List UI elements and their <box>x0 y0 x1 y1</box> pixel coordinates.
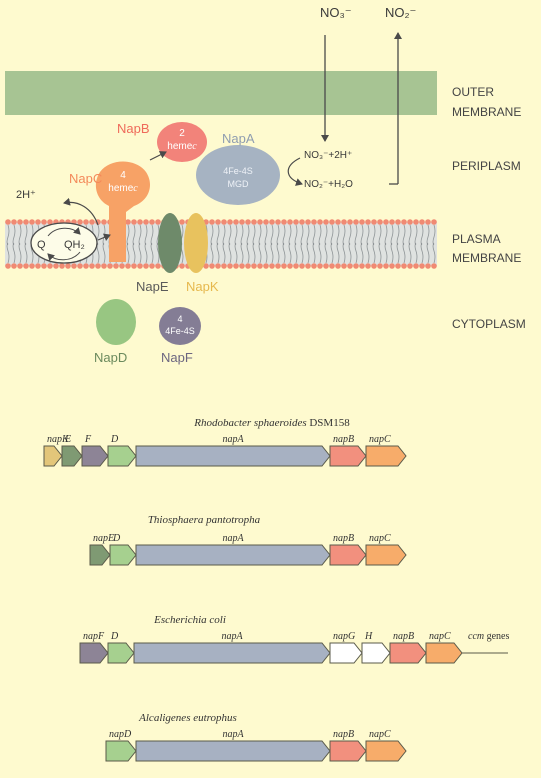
gene-label: napA <box>221 631 243 642</box>
cytoplasm-label: CYTOPLASM <box>452 317 526 331</box>
nitrite-label: NO₂⁻ <box>385 5 416 20</box>
gene-arrow <box>329 642 363 664</box>
gene-label: E <box>64 434 71 445</box>
gene-arrow <box>329 445 367 467</box>
organism-name: Alcaligenes eutrophus <box>138 712 237 724</box>
gene-label: napA <box>222 533 244 544</box>
organism-name: Escherichia coli <box>153 614 226 626</box>
napd-protein <box>96 299 136 345</box>
quinone-cycle-arrow-bottom <box>47 251 81 262</box>
gene-arrow <box>135 740 331 762</box>
organism-name: Thiosphaera pantotropha <box>148 514 261 526</box>
organism-name: Rhodobacter sphaeroides DSM158 <box>193 417 350 429</box>
napb-protein <box>157 122 207 162</box>
napc-name: NapC <box>69 171 102 186</box>
gene-label: D <box>112 533 121 544</box>
gene-label: D <box>110 631 119 642</box>
napa-reaction-arrow <box>287 157 303 186</box>
gene-arrow <box>365 740 407 762</box>
quinone-cycle-arrow-top <box>47 226 81 237</box>
gene-arrow <box>43 445 63 467</box>
gene-arrow <box>425 642 463 664</box>
outer-membrane-label-1: OUTER <box>452 85 494 99</box>
gene-label: napB <box>333 533 354 544</box>
gene-arrow <box>329 544 367 566</box>
gene-arrow <box>135 544 331 566</box>
proton-release-arrow <box>63 197 99 226</box>
napk-name: NapK <box>186 279 219 294</box>
ccm-genes-label: ccm genes <box>468 631 509 642</box>
plasma-membrane-label-2: MEMBRANE <box>452 251 521 265</box>
napa-protein <box>196 145 280 205</box>
gene-arrow <box>79 642 109 664</box>
gene-label: napF <box>83 631 105 642</box>
gene-label: napA <box>222 729 244 740</box>
gene-label: napG <box>333 631 355 642</box>
gene-label: F <box>84 434 92 445</box>
nitrate-label: NO₃⁻ <box>320 5 352 20</box>
gene-label: napK <box>47 434 70 445</box>
gene-label: napC <box>369 533 391 544</box>
napd-name: NapD <box>94 350 127 365</box>
gene-label: napB <box>333 434 354 445</box>
outer-membrane <box>5 71 437 115</box>
gene-arrow <box>133 642 331 664</box>
napb-name: NapB <box>117 121 150 136</box>
nitrate-reaction-label: NO₃⁻+2H⁺ <box>304 150 352 161</box>
proton-label: 2H⁺ <box>16 189 36 201</box>
gene-arrow <box>107 642 135 664</box>
gene-arrow <box>365 445 407 467</box>
gene-label: D <box>110 434 119 445</box>
gene-label: napC <box>369 434 391 445</box>
napa-name: NapA <box>222 131 255 146</box>
nape-protein <box>158 213 182 273</box>
gene-label: napE <box>93 533 114 544</box>
napb-heme-label: hemec <box>167 141 197 152</box>
gene-arrow <box>329 740 367 762</box>
nitrite-reaction-label: NO₂⁻+H₂O <box>304 179 353 190</box>
gene-arrow <box>389 642 427 664</box>
napc-to-napb-arrow <box>149 151 167 161</box>
nape-name: NapE <box>136 279 169 294</box>
napf-protein <box>159 307 201 345</box>
napf-cluster-count: 4 <box>177 314 182 324</box>
outer-membrane-label-2: MEMBRANE <box>452 105 521 119</box>
operon-4: Alcaligenes eutrophus napD napA napB napC <box>105 712 407 762</box>
gene-arrow <box>109 544 137 566</box>
gene-arrow <box>365 544 407 566</box>
quinol-to-napc-arrow <box>97 233 111 241</box>
napc-heme-label: hemec <box>108 183 138 194</box>
gene-label: napC <box>429 631 451 642</box>
membrane-schematic: NO₃⁻ NO₂⁻ NapB 2 hemec NapA 4Fe-4S MGD N… <box>5 5 526 365</box>
gene-arrow <box>61 445 83 467</box>
gene-arrow <box>81 445 109 467</box>
napa-cofactor-2: MGD <box>228 179 249 189</box>
napb-heme-count: 2 <box>179 128 185 139</box>
gene-arrow <box>107 445 137 467</box>
gene-arrow <box>105 740 137 762</box>
napa-cofactor-1: 4Fe-4S <box>223 166 253 176</box>
gene-label: napB <box>393 631 414 642</box>
gene-arrow <box>361 642 391 664</box>
gene-label: napC <box>369 729 391 740</box>
napf-cluster-label: 4Fe-4S <box>165 326 195 336</box>
quinone-label: Q <box>37 239 46 251</box>
plasma-membrane-label-1: PLASMA <box>452 232 501 246</box>
napf-name: NapF <box>161 350 193 365</box>
gene-arrow <box>89 544 111 566</box>
gene-arrow <box>135 445 331 467</box>
napk-protein <box>184 213 208 273</box>
gene-label: napA <box>222 434 244 445</box>
gene-label: napD <box>109 729 132 740</box>
gene-label: napB <box>333 729 354 740</box>
gene-label: H <box>364 631 373 642</box>
quinol-label: QH₂ <box>64 239 85 251</box>
napc-heme-count: 4 <box>120 170 126 181</box>
periplasm-label: PERIPLASM <box>452 159 521 173</box>
